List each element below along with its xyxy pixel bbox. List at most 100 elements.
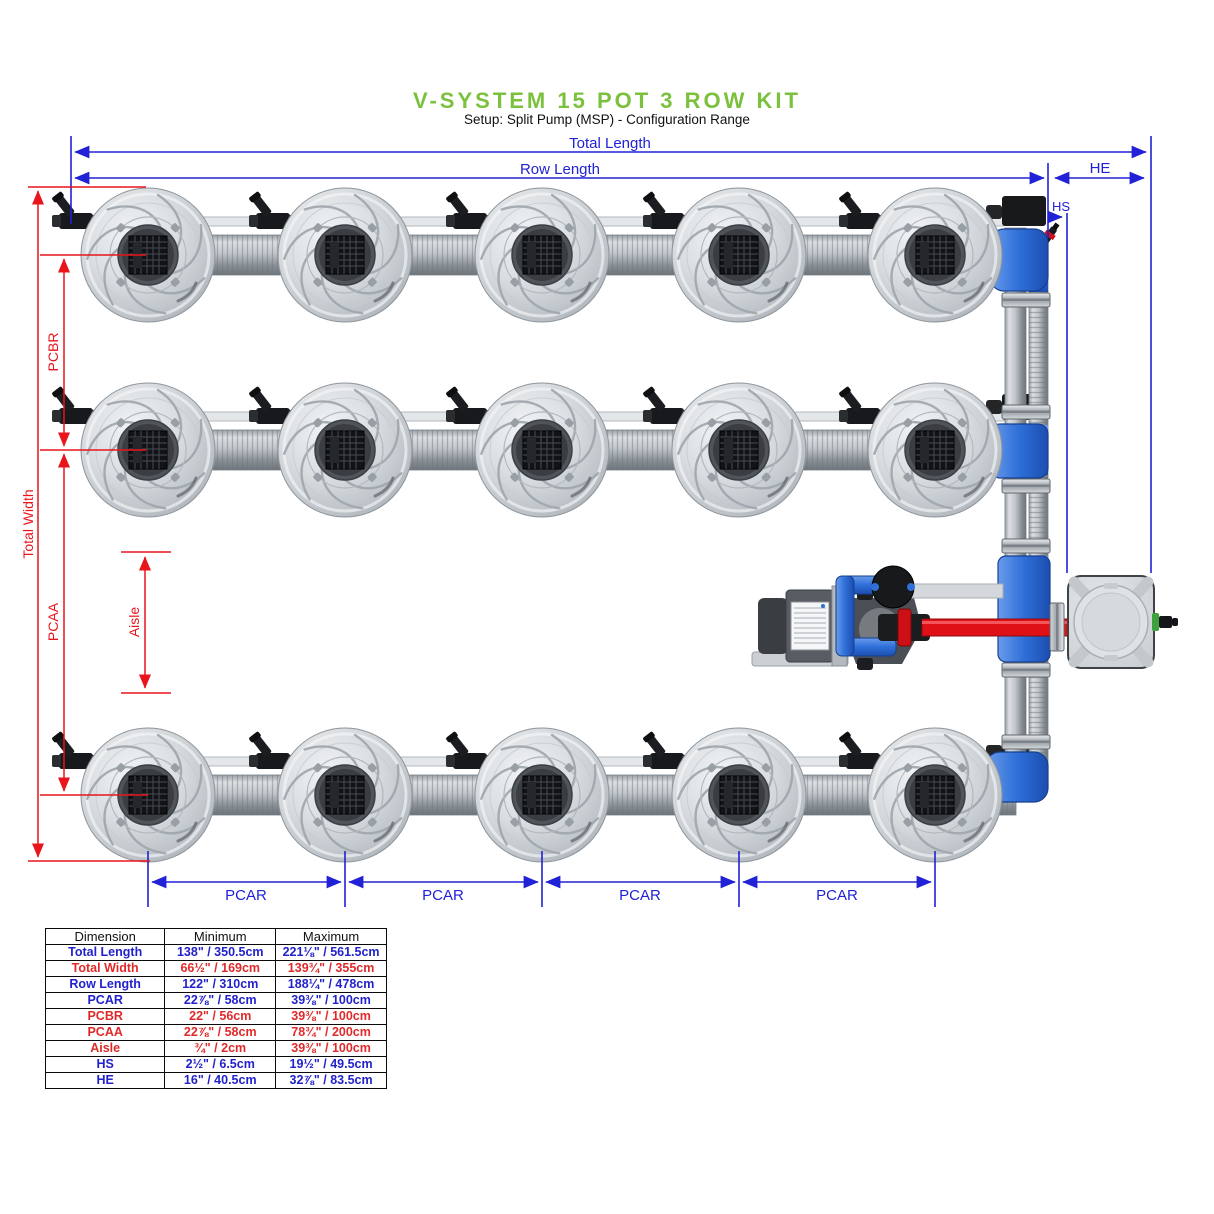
row-min: 66½" / 169cm [164,960,277,977]
row-min: ¾" / 2cm [164,1040,277,1057]
reservoir-drain-cap [1172,618,1178,626]
table-row: Aisle ¾" / 2cm 39⅜" / 100cm [44,1040,387,1057]
lid-tab [1104,655,1118,661]
feed-pipe-highlight [922,621,1068,624]
table-row: HS 2½" / 6.5cm 19½" / 49.5cm [44,1056,387,1073]
red-dimensions [28,186,171,862]
pot [670,381,808,520]
row-min: 22⅞" / 58cm [164,1024,277,1041]
table-row: PCAR 22⅞" / 58cm 39⅜" / 100cm [44,992,387,1009]
pcar-label-1: PCAR [225,887,267,904]
row-max: 78¾" / 200cm [275,1024,387,1041]
pipe-coupling [1001,478,1051,494]
row-name: PCAR [44,992,166,1009]
pot [866,381,1004,520]
row-max: 221⅛" / 561.5cm [275,944,387,961]
pcbr-label: PCBR [45,333,61,372]
motor-label [790,601,830,651]
pipe-coupling [1001,734,1051,750]
pipe-coupling [1001,662,1051,678]
valve-handle [897,608,912,647]
row-name: Total Width [44,960,166,977]
he-label: HE [1090,160,1111,177]
pipe-coupling [1001,538,1051,554]
motor-label-lines [794,607,826,644]
table-row: Row Length 122" / 310cm 188¼" / 478cm [44,976,387,993]
row-min: 122" / 310cm [164,976,277,993]
pot [276,381,414,520]
reservoir-drain-ring [1152,613,1159,631]
pot [670,186,808,325]
pump-cross-fitting [997,555,1051,663]
tee-stub [986,400,1002,414]
row-name: HS [44,1056,166,1073]
row-max: 188¼" / 478cm [275,976,387,993]
lid-tab [1104,583,1118,589]
table-row: Total Length 138" / 350.5cm 221⅛" / 561.… [44,944,387,961]
table-row: Total Width 66½" / 169cm 139¾" / 355cm [44,960,387,977]
row-length-label: Row Length [520,161,600,178]
pot [276,726,414,865]
pcar-label-3: PCAR [619,887,661,904]
aisle-label: Aisle [126,607,142,638]
pump-pipe-riser [835,575,855,657]
total-length-label: Total Length [569,135,651,152]
manifold-top-tee [1002,196,1046,226]
pump-bolt [871,583,879,591]
header-dimension: Dimension [44,928,166,945]
manifold [985,196,1060,803]
dimension-table: Dimension Minimum Maximum Total Length 1… [44,928,387,1089]
pot [866,186,1004,325]
row-max: 139¾" / 355cm [275,960,387,977]
table-row: PCBR 22" / 56cm 39⅜" / 100cm [44,1008,387,1025]
pot [473,381,611,520]
table-header-row: Dimension Minimum Maximum [44,928,387,945]
row-max: 32⅞" / 83.5cm [275,1072,387,1089]
housing-tab [857,658,873,670]
row-max: 39⅜" / 100cm [275,1008,387,1025]
row-name: Total Length [44,944,166,961]
row-max: 39⅜" / 100cm [275,992,387,1009]
pump-bolt [907,583,915,591]
tee-stub [986,205,1002,219]
pcar-ticks [147,851,936,907]
pot [670,726,808,865]
row-name: Aisle [44,1040,166,1057]
pipe-coupling [1001,292,1051,308]
pot [473,726,611,865]
motor-label-logo [821,604,825,608]
header-minimum: Minimum [164,928,277,945]
return-pipe [904,583,1004,599]
pot [276,186,414,325]
header-maximum: Maximum [275,928,387,945]
row-name: Row Length [44,976,166,993]
reservoir-lid-inner [1081,592,1141,652]
manifold-pipe [1004,227,1027,797]
pcaa-label: PCAA [45,602,61,641]
pipe-coupling [1001,404,1051,420]
row-name: PCAA [44,1024,166,1041]
row-max: 19½" / 49.5cm [275,1056,387,1073]
motor-end-cap [758,598,788,654]
pump-assembly [751,565,1069,670]
table-row: PCAA 22⅞" / 58cm 78¾" / 200cm [44,1024,387,1041]
hs-label: HS [1052,199,1070,214]
page-title: V-SYSTEM 15 POT 3 ROW KIT [413,88,801,113]
reservoir [1067,575,1178,669]
page-subtitle: Setup: Split Pump (MSP) - Configuration … [464,112,750,127]
pot [473,186,611,325]
blue-dimensions [70,136,1152,907]
row-min: 16" / 40.5cm [164,1072,277,1089]
row-name: HE [44,1072,166,1089]
pot [866,726,1004,865]
manifold-hose-ribs [1029,240,1048,780]
table-row: HE 16" / 40.5cm 32⅞" / 83.5cm [44,1072,387,1089]
row-min: 138" / 350.5cm [164,944,277,961]
pcar-label-4: PCAR [816,887,858,904]
row-min: 22⅞" / 58cm [164,992,277,1009]
total-width-label: Total Width [20,489,36,558]
row-min: 22" / 56cm [164,1008,277,1025]
row-name: PCBR [44,1008,166,1025]
